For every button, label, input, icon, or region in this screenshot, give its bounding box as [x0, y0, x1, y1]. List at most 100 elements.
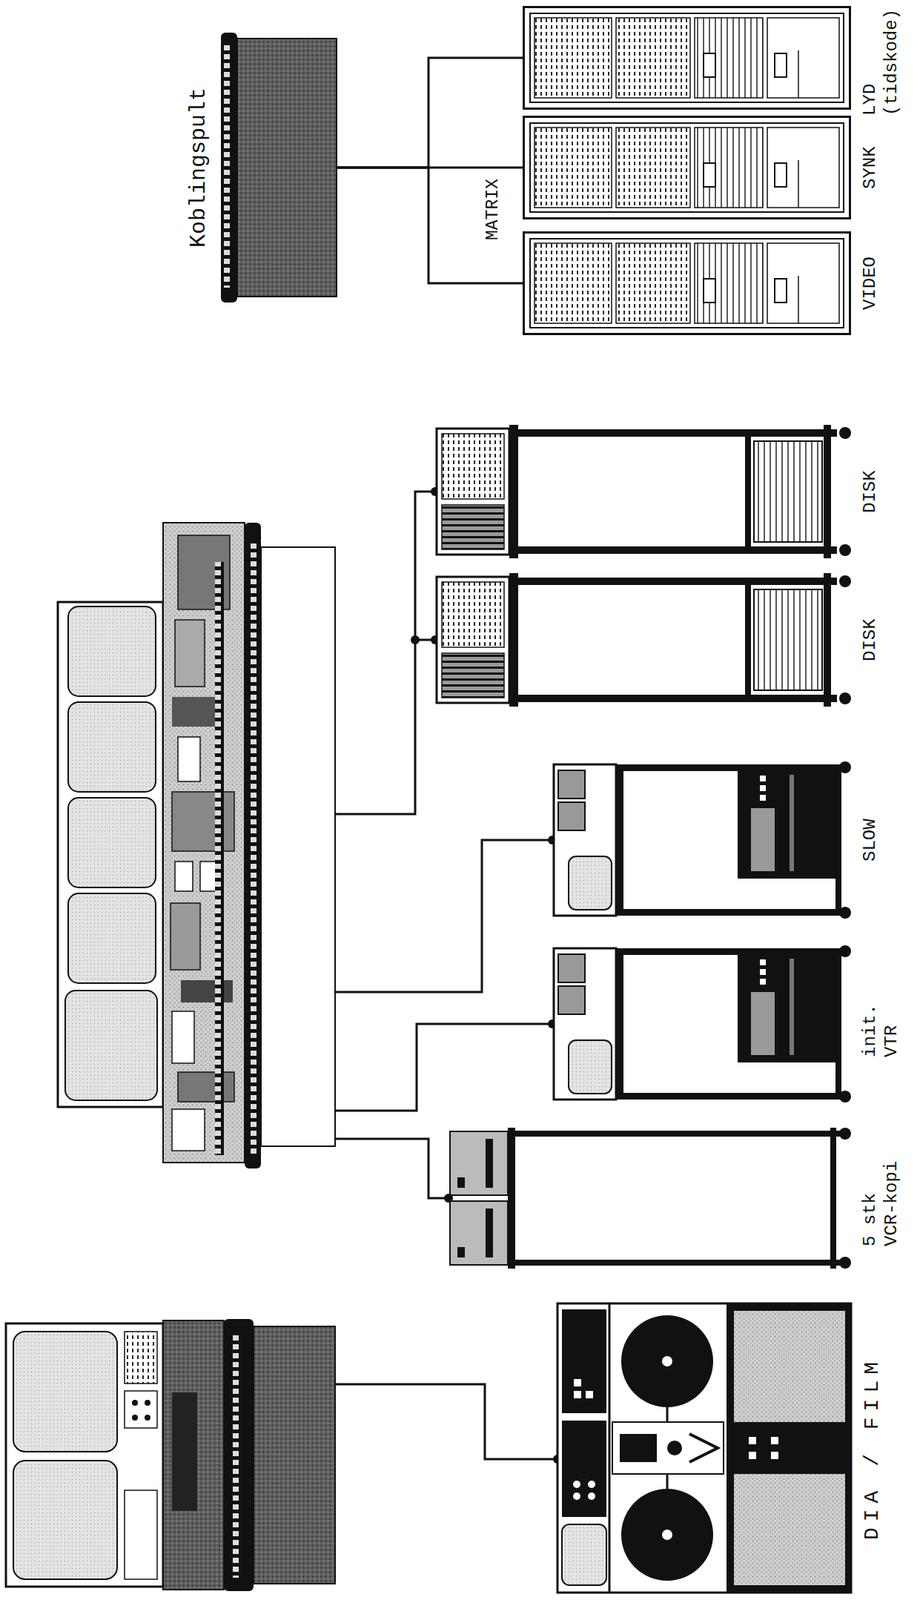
equipment-label: SLOW [859, 818, 882, 862]
matrix-rack [524, 7, 851, 109]
matrix-rack [524, 232, 851, 335]
mixing-desk [220, 32, 337, 303]
film-control-console [144, 1399, 151, 1406]
mixing-desk [220, 32, 238, 303]
main-control-console [244, 522, 261, 1169]
film-slide-scanner [666, 1407, 669, 1422]
main-control-console [68, 797, 156, 888]
matrix-rack [524, 117, 851, 219]
film-slide-scanner [585, 1390, 594, 1399]
film-control-console [13, 1331, 118, 1452]
matrix-rack: VIDEO [522, 231, 852, 336]
main-control-console [170, 902, 201, 970]
film-control-console [5, 1323, 164, 1587]
disk-recorder [436, 424, 852, 559]
main-control-console [214, 561, 224, 1156]
main-control-console [57, 522, 336, 1169]
film-slide-scanner [561, 1309, 607, 1413]
equipment-label: DIA / FILM [859, 1355, 886, 1540]
film-slide-scanner [573, 1378, 582, 1387]
main-control-console [171, 791, 235, 852]
equipment-label: VIDEO [859, 256, 882, 310]
wire-dot [410, 635, 420, 645]
film-slide-scanner [621, 1488, 714, 1581]
matrix-connector [336, 57, 523, 168]
film-slide-scanner [733, 1473, 846, 1585]
control-wire [335, 1138, 449, 1199]
vcr-copy-rack [839, 1127, 852, 1140]
film-control-console [253, 1326, 336, 1584]
slow-motion-recorder: SLOW [552, 756, 852, 923]
film-slide-scanner [667, 1440, 683, 1456]
mixing-desk: Koblingspult [220, 32, 337, 303]
film-slide-scanner [573, 1480, 581, 1488]
film-control-console [124, 1331, 158, 1384]
vcr-copy-rack [839, 1256, 852, 1269]
film-slide-scanner [733, 1310, 846, 1422]
film-slide-scanner [748, 1451, 757, 1459]
main-control-console [68, 893, 156, 984]
equipment-label: 5 stk VCR-kopi [859, 1149, 903, 1247]
film-slide-scanner [612, 1421, 724, 1474]
film-slide-scanner [666, 1473, 669, 1489]
film-slide-scanner [573, 1492, 581, 1500]
control-wire [335, 1023, 553, 1111]
film-slide-scanner [662, 1529, 673, 1540]
film-slide-scanner [770, 1451, 779, 1459]
main-control-console [57, 601, 164, 1107]
film-slide-scanner [662, 1355, 673, 1367]
main-control-console [68, 702, 156, 792]
film-control-console [163, 1320, 224, 1590]
film-control-wire [335, 1384, 562, 1464]
equipment-label: LYD (tidskode) [859, 4, 903, 116]
main-control-console [163, 522, 245, 1163]
equipment-label: Koblingspult [185, 87, 213, 248]
main-control-console [65, 990, 158, 1101]
main-control-console [174, 619, 205, 687]
film-slide-scanner: DIA / FILM [557, 1303, 852, 1593]
film-control-console [5, 1318, 336, 1591]
vcr-copy-rack [457, 1246, 465, 1258]
matrix-rack: LYD (tidskode) [522, 5, 852, 110]
vcr-copy-rack [449, 1200, 508, 1265]
vcr-copy-rack [507, 1127, 516, 1269]
videotape-recorder [553, 945, 852, 1103]
film-control-console [13, 1460, 118, 1580]
main-control-console [68, 606, 156, 697]
vcr-copy-rack [449, 1127, 852, 1269]
main-control-console [174, 861, 193, 892]
film-slide-scanner [621, 1315, 714, 1408]
vcr-copy-rack [515, 1259, 842, 1266]
mixing-desk [223, 42, 233, 288]
film-slide-scanner [748, 1436, 757, 1445]
film-slide-scanner [608, 1303, 611, 1593]
disk-recorder [436, 573, 852, 707]
film-slide-scanner [770, 1436, 779, 1445]
film-slide-scanner [689, 1433, 718, 1462]
main-control-console [177, 736, 201, 782]
matrix-connector [336, 167, 523, 284]
film-slide-scanner [561, 1524, 607, 1585]
film-control-console [131, 1414, 138, 1421]
film-control-console [144, 1414, 151, 1421]
film-slide-scanner [587, 1480, 596, 1488]
equipment-label: DISK [859, 470, 882, 514]
equipment-label: init. VTR [859, 990, 903, 1058]
film-control-console [223, 1318, 254, 1591]
film-slide-scanner [557, 1303, 852, 1593]
film-control-console [229, 1332, 239, 1578]
film-control-wire [335, 1384, 558, 1459]
control-wire [335, 839, 553, 992]
vcr-copy-rack [485, 1138, 493, 1188]
film-slide-scanner [557, 1303, 852, 1593]
main-control-console [171, 1109, 205, 1151]
film-control-console [131, 1399, 138, 1406]
matrix-rack: SYNK [522, 115, 852, 220]
main-control-console [177, 1071, 235, 1102]
vcr-copy-rack [830, 1127, 837, 1269]
film-slide-scanner [726, 1303, 852, 1593]
control-wire [335, 491, 436, 814]
